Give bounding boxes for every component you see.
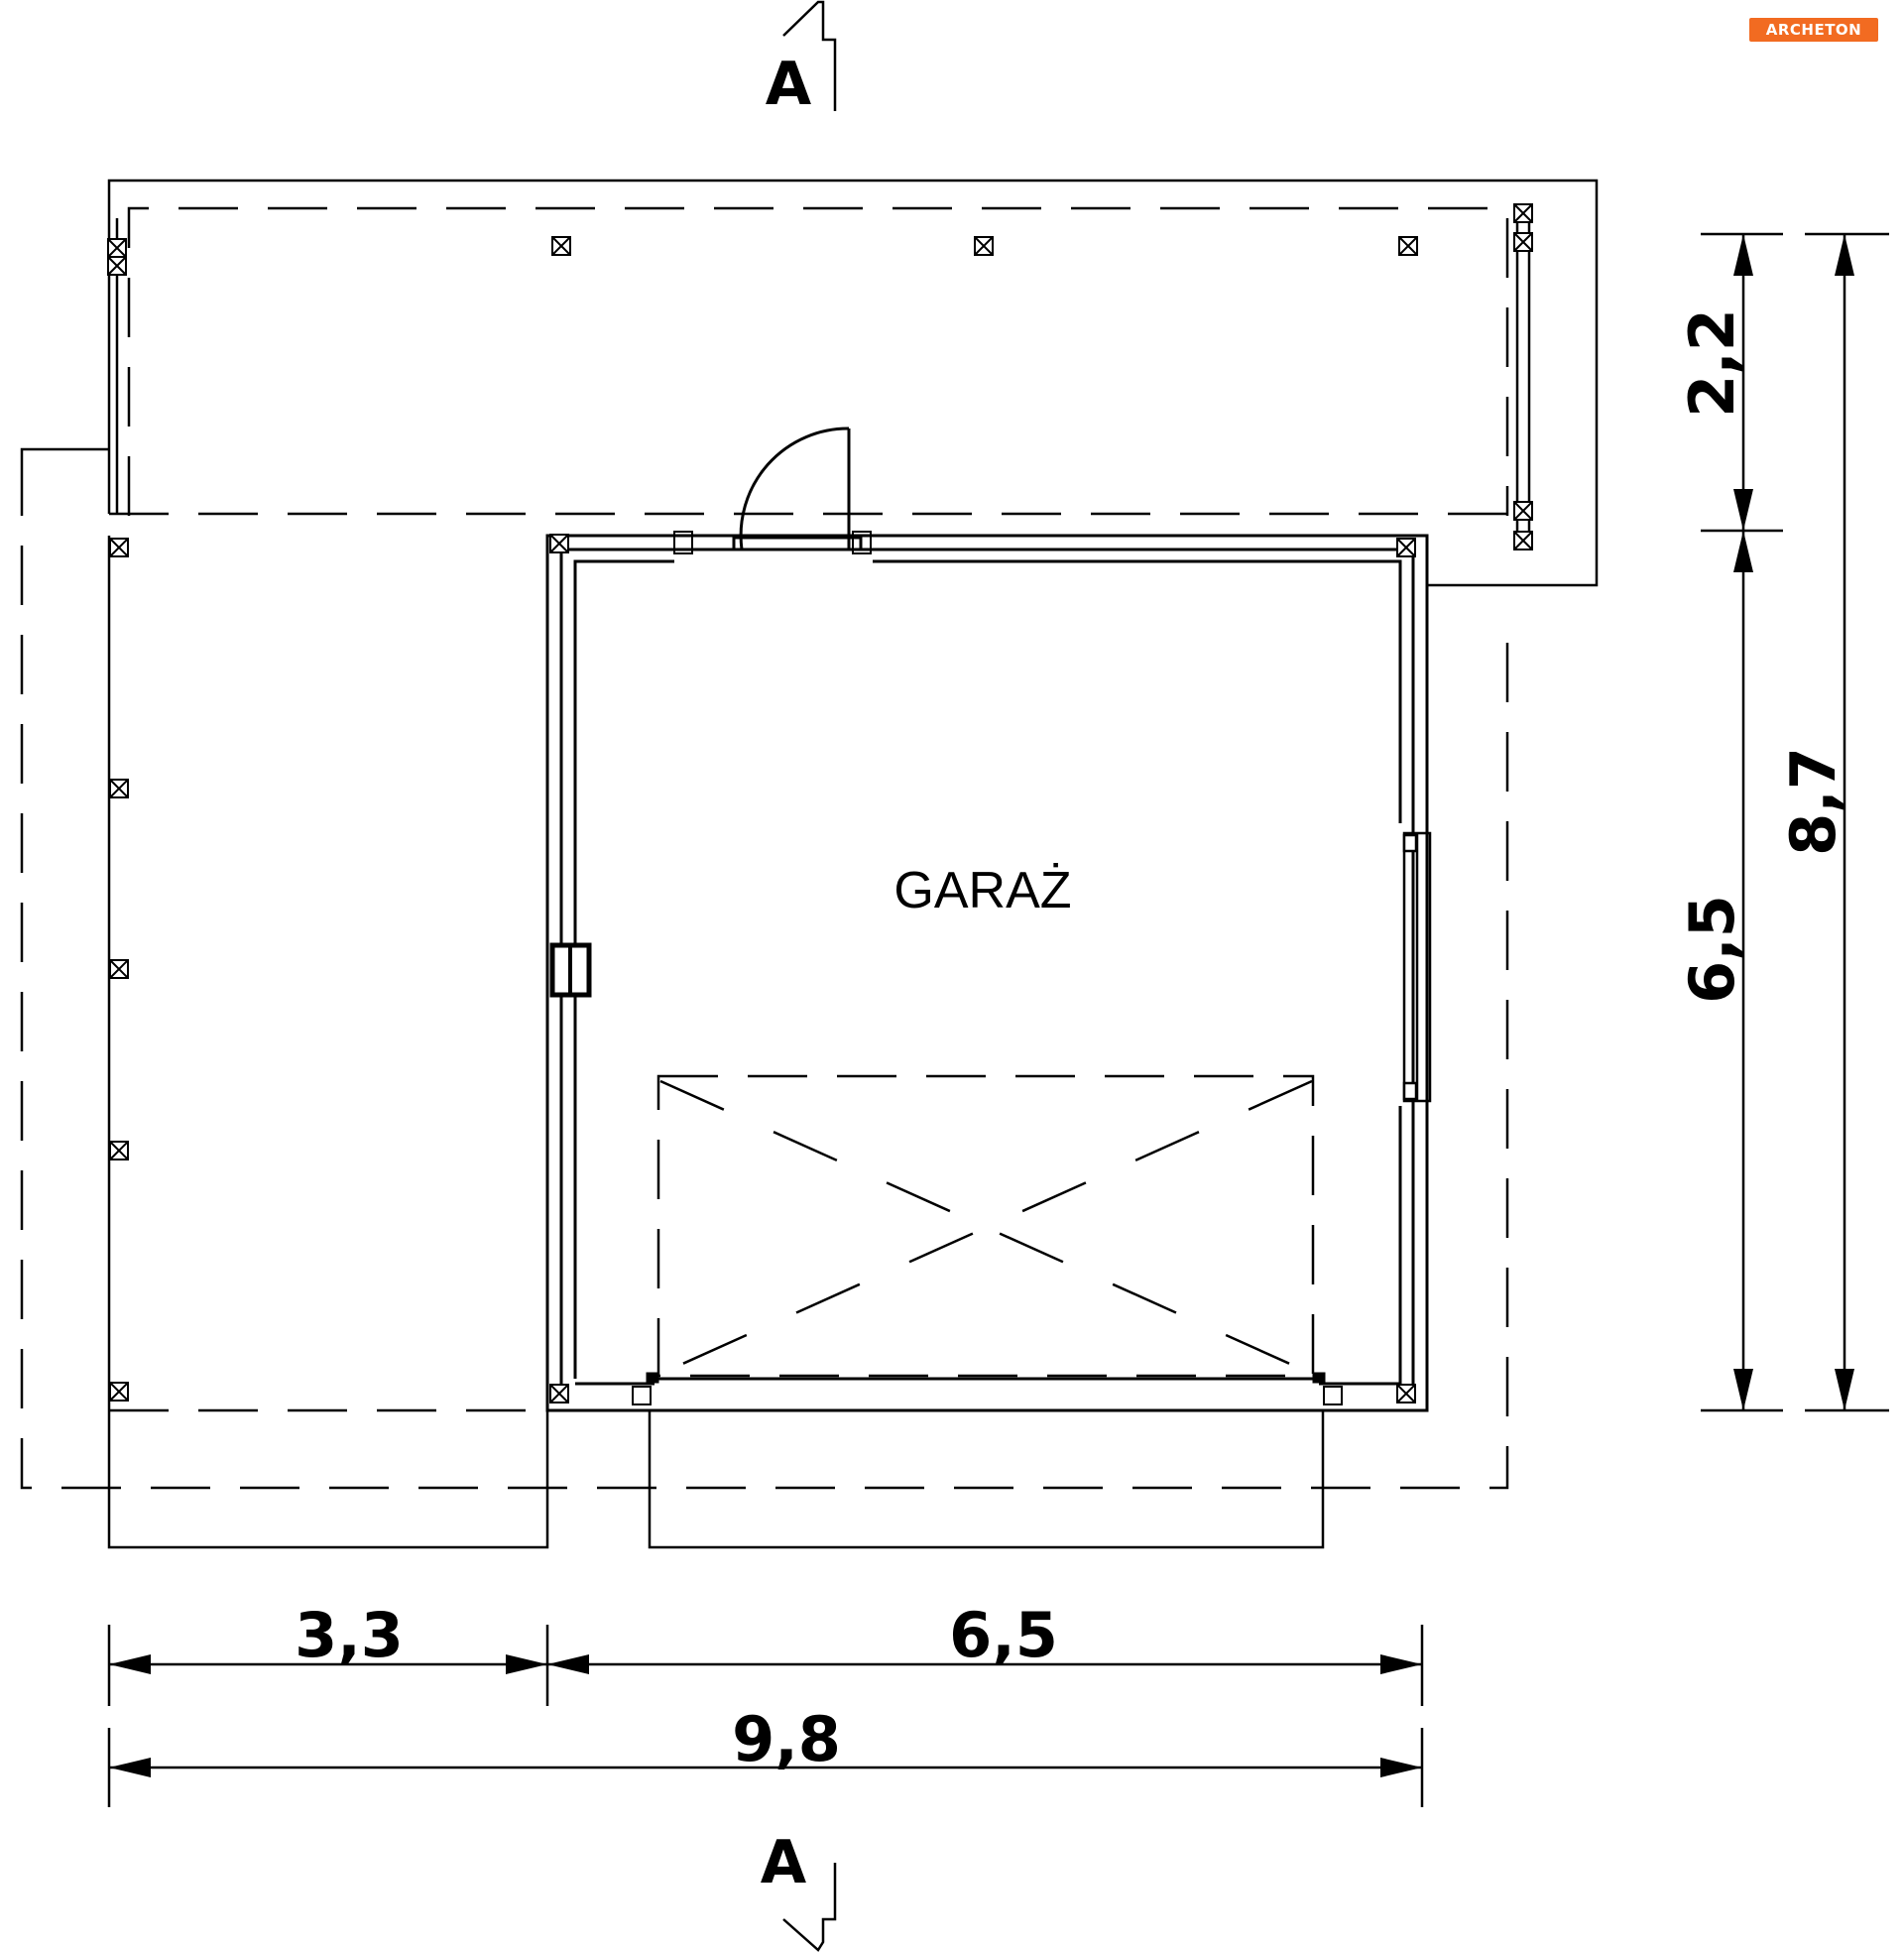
section-label-bottom: A xyxy=(761,1828,807,1897)
dim-height-total: 8,7 xyxy=(1777,747,1849,856)
section-marker-bottom: A xyxy=(761,1828,837,1952)
dim-width-left: 3,3 xyxy=(295,1599,404,1671)
dim-height-bottom: 6,5 xyxy=(1676,895,1748,1004)
entry-door xyxy=(673,427,872,554)
horizontal-dimensions xyxy=(107,1625,1424,1807)
dim-height-top: 2,2 xyxy=(1676,308,1748,418)
archeton-logo: ARCHETON xyxy=(1749,18,1878,42)
garage-walls xyxy=(545,534,1429,1412)
logo-text: ARCHETON xyxy=(1765,21,1862,39)
dim-width-total: 9,8 xyxy=(732,1703,841,1775)
roof-outline xyxy=(20,206,1509,1490)
section-marker-top: A xyxy=(766,0,837,119)
section-label-top: A xyxy=(766,50,812,119)
dim-width-right: 6,5 xyxy=(949,1599,1058,1671)
columns xyxy=(107,203,1533,1403)
side-window xyxy=(1402,831,1432,1103)
canopy-outline xyxy=(20,179,1599,1549)
chimney xyxy=(549,942,592,998)
room-label: GARAŻ xyxy=(893,862,1071,919)
vertical-dimensions xyxy=(1701,232,1889,1412)
garage-door xyxy=(632,1079,1343,1405)
